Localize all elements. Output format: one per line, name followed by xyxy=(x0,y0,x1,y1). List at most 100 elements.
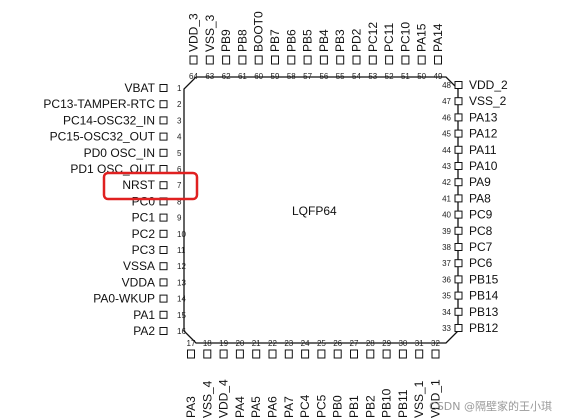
pin-50-lead xyxy=(417,55,426,65)
pin-21-lead xyxy=(252,349,261,359)
pin-42-lead xyxy=(454,178,463,187)
pin-56-number: 56 xyxy=(319,72,328,81)
pin-2-number: 2 xyxy=(177,100,182,109)
pin-50-name: PA15 xyxy=(415,23,429,52)
pin-54-lead xyxy=(352,55,361,65)
pin-48-name: VDD_2 xyxy=(469,78,508,92)
pin-24-name: PC4 xyxy=(298,394,312,418)
pin-14-name: PA0-WKUP xyxy=(93,292,155,306)
pin-63-name: VSS_3 xyxy=(203,14,217,52)
pin-48-lead xyxy=(454,81,463,89)
pin-58-name: PB6 xyxy=(284,29,298,52)
pin-10-lead xyxy=(159,229,168,238)
pin-10-number: 10 xyxy=(177,230,186,239)
pin-29-number: 29 xyxy=(382,339,391,348)
pin-23-name: PA7 xyxy=(282,396,296,418)
pin-40-name: PC9 xyxy=(469,208,493,222)
pin-55-name: PB3 xyxy=(333,29,347,52)
pin-34-number: 34 xyxy=(442,308,451,317)
pin-35-name: PB14 xyxy=(469,289,499,303)
pin-58-lead xyxy=(287,55,296,65)
pin-33-lead xyxy=(454,324,463,332)
pin-4-lead xyxy=(159,132,168,141)
pin-27-number: 27 xyxy=(350,339,359,348)
pin-2-name: PC13-TAMPER-RTC xyxy=(43,97,155,111)
pin-9-lead xyxy=(159,213,168,222)
pin-27-name: PB1 xyxy=(347,395,361,418)
pin-57-name: PB5 xyxy=(301,29,315,52)
pin-38-name: PC7 xyxy=(469,240,493,254)
pin-62-number: 62 xyxy=(222,72,231,81)
pin-21-name: PA5 xyxy=(249,396,263,418)
pin-33-name: PB12 xyxy=(469,321,499,335)
pin-22-name: PA6 xyxy=(266,396,280,418)
pin-11-number: 11 xyxy=(177,246,186,255)
pin-39-name: PC8 xyxy=(469,224,493,238)
watermark: CSDN @隔壁家的王小琪 xyxy=(429,399,552,413)
pin-17-number: 17 xyxy=(187,339,196,348)
pin-2-lead xyxy=(159,100,168,109)
nrst-highlight-box xyxy=(102,171,199,201)
pin-24-lead xyxy=(301,349,310,359)
pin-32-number: 32 xyxy=(431,339,440,348)
pin-26-number: 26 xyxy=(333,339,342,348)
pin-53-lead xyxy=(368,55,377,65)
pin-64-name: VDD_3 xyxy=(187,13,201,52)
pin-53-number: 53 xyxy=(368,72,377,81)
pin-29-lead xyxy=(382,349,391,359)
pin-36-name: PB15 xyxy=(469,272,499,286)
pin-57-number: 57 xyxy=(303,72,312,81)
pin-49-name: PA14 xyxy=(431,23,445,52)
pin-55-lead xyxy=(336,55,345,65)
pin-31-number: 31 xyxy=(415,339,424,348)
pin-58-number: 58 xyxy=(287,72,296,81)
pin-40-number: 40 xyxy=(442,211,451,220)
pin-25-lead xyxy=(317,349,326,359)
pin-12-name: VSSA xyxy=(123,259,155,273)
pin-49-number: 49 xyxy=(434,72,443,81)
pin-40-lead xyxy=(454,210,463,219)
pin-47-name: VSS_2 xyxy=(469,94,507,108)
pin-54-name: PD2 xyxy=(350,28,364,52)
pin-47-lead xyxy=(454,97,463,106)
pin-6-lead xyxy=(159,165,168,173)
pin-51-lead xyxy=(401,55,410,65)
pin-37-lead xyxy=(454,259,463,268)
pin-25-name: PC5 xyxy=(314,394,328,418)
pin-38-lead xyxy=(454,243,463,251)
pin-42-number: 42 xyxy=(442,178,451,187)
pin-60-number: 60 xyxy=(254,72,263,81)
pin-60-lead xyxy=(254,55,263,65)
pin-62-name: PB9 xyxy=(219,29,233,52)
pin-5-lead xyxy=(159,148,168,157)
pin-30-number: 30 xyxy=(398,339,407,348)
pin-1-number: 1 xyxy=(177,84,182,93)
pin-59-lead xyxy=(271,55,279,65)
pin-44-number: 44 xyxy=(442,146,451,155)
pin-47-number: 47 xyxy=(442,97,451,106)
pin-11-name: PC3 xyxy=(132,243,156,257)
pin-34-name: PB13 xyxy=(469,305,499,319)
pin-64-lead xyxy=(189,55,198,65)
pin-10-name: PC2 xyxy=(132,227,156,241)
pin-51-name: PC10 xyxy=(398,22,412,52)
pin-37-name: PC6 xyxy=(469,256,493,270)
pin-36-number: 36 xyxy=(442,275,451,284)
pin-6-number: 6 xyxy=(177,165,182,174)
pin-25-number: 25 xyxy=(317,339,326,348)
pin-3-number: 3 xyxy=(177,116,182,125)
pin-20-lead xyxy=(235,349,244,359)
pin-8-name: PC0 xyxy=(132,194,156,208)
pin-43-lead xyxy=(454,162,463,170)
pin-39-number: 39 xyxy=(442,227,451,236)
pin-52-number: 52 xyxy=(385,72,394,81)
pin-49-lead xyxy=(434,55,442,65)
pin-22-number: 22 xyxy=(268,339,277,348)
pin-1-lead xyxy=(159,84,168,92)
pin-45-lead xyxy=(454,129,463,138)
pin-28-number: 28 xyxy=(366,339,375,348)
pin-37-number: 37 xyxy=(442,259,451,268)
pin-34-lead xyxy=(454,307,463,316)
